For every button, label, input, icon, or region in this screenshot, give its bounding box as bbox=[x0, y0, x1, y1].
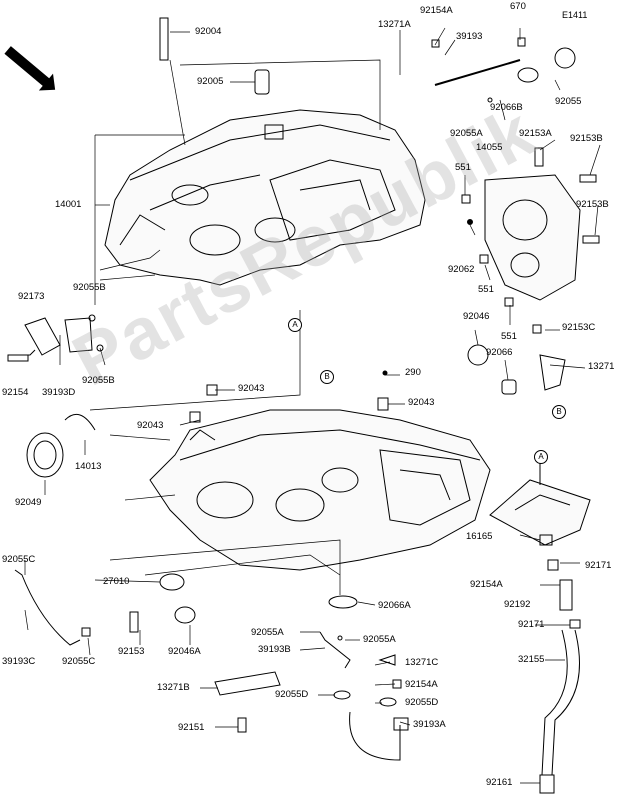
part-label[interactable]: 92055B bbox=[82, 375, 115, 386]
part-label[interactable]: 92066B bbox=[490, 102, 523, 113]
part-label[interactable]: 92153B bbox=[576, 199, 609, 210]
part-label[interactable]: 551 bbox=[478, 284, 494, 295]
part-label[interactable]: 92153 bbox=[118, 646, 145, 657]
part-label[interactable]: 92153C bbox=[562, 322, 596, 333]
part-label[interactable]: 92049 bbox=[15, 497, 42, 508]
part-label[interactable]: 551 bbox=[501, 331, 517, 342]
part-label[interactable]: 92004 bbox=[195, 26, 222, 37]
part-label[interactable]: 92062 bbox=[448, 264, 475, 275]
part-label[interactable]: 92153B bbox=[570, 133, 603, 144]
part-label[interactable]: 92043 bbox=[238, 383, 265, 394]
part-label[interactable]: 13271A bbox=[378, 19, 411, 30]
part-label[interactable]: 92154A bbox=[405, 679, 438, 690]
callout-b: B bbox=[552, 405, 566, 419]
part-label[interactable]: 92192 bbox=[504, 599, 531, 610]
part-label[interactable]: 39193A bbox=[413, 719, 446, 730]
part-label[interactable]: 32155 bbox=[518, 654, 545, 665]
leader-lines bbox=[24, 27, 601, 784]
part-label[interactable]: 92055A bbox=[363, 634, 396, 645]
part-label[interactable]: 92046 bbox=[463, 311, 490, 322]
part-label[interactable]: 290 bbox=[405, 367, 421, 378]
part-label[interactable]: 92055A bbox=[251, 627, 284, 638]
part-label[interactable]: 92046A bbox=[168, 646, 201, 657]
part-label[interactable]: 92171 bbox=[518, 619, 545, 630]
part-label[interactable]: 92154A bbox=[420, 5, 453, 16]
part-label[interactable]: 551 bbox=[455, 162, 471, 173]
part-label[interactable]: 92055C bbox=[2, 554, 36, 565]
part-label[interactable]: 13271B bbox=[157, 682, 190, 693]
lower-crankcase bbox=[149, 409, 491, 571]
part-label[interactable]: 92066 bbox=[486, 347, 513, 358]
part-label[interactable]: 92055B bbox=[73, 282, 106, 293]
part-label[interactable]: 13271 bbox=[588, 361, 615, 372]
part-label[interactable]: 16165 bbox=[466, 531, 493, 542]
part-label[interactable]: 670 bbox=[510, 1, 526, 12]
part-label[interactable]: 92043 bbox=[408, 397, 435, 408]
part-label[interactable]: 92151 bbox=[178, 722, 205, 733]
part-label[interactable]: 92043 bbox=[137, 420, 164, 431]
side-cover bbox=[467, 174, 581, 301]
part-label[interactable]: 39193 bbox=[456, 31, 483, 42]
part-label[interactable]: 92066A bbox=[378, 600, 411, 611]
part-label[interactable]: 14001 bbox=[55, 199, 82, 210]
part-label[interactable]: 92161 bbox=[486, 777, 513, 788]
part-label[interactable]: 92055A bbox=[450, 128, 483, 139]
part-label[interactable]: 13271C bbox=[405, 657, 439, 668]
part-label[interactable]: 39193D bbox=[42, 387, 76, 398]
part-label[interactable]: 92055 bbox=[555, 96, 582, 107]
figure-code: E1411 bbox=[562, 10, 588, 20]
part-label[interactable]: 92154A bbox=[470, 579, 503, 590]
part-label[interactable]: 92005 bbox=[197, 76, 224, 87]
part-label[interactable]: 14055 bbox=[476, 142, 503, 153]
callout-a: A bbox=[534, 450, 548, 464]
callout-a: A bbox=[288, 318, 302, 332]
upper-crankcase bbox=[104, 109, 426, 286]
part-label[interactable]: 92055D bbox=[275, 689, 309, 700]
part-label[interactable]: 39193C bbox=[2, 656, 36, 667]
part-label[interactable]: 92171 bbox=[585, 560, 612, 571]
part-label[interactable]: 27010 bbox=[103, 576, 130, 587]
part-label[interactable]: 92173 bbox=[18, 291, 45, 302]
part-label[interactable]: 14013 bbox=[75, 461, 102, 472]
part-label[interactable]: 92055C bbox=[62, 656, 96, 667]
part-label[interactable]: 39193B bbox=[258, 644, 291, 655]
callout-b: B bbox=[320, 370, 334, 384]
part-label[interactable]: 92153A bbox=[519, 128, 552, 139]
oil-strainer-assembly bbox=[489, 455, 591, 794]
fasteners bbox=[7, 17, 600, 761]
front-arrow bbox=[4, 46, 56, 91]
part-label[interactable]: 92154 bbox=[2, 387, 29, 398]
part-label[interactable]: 92055D bbox=[405, 697, 439, 708]
